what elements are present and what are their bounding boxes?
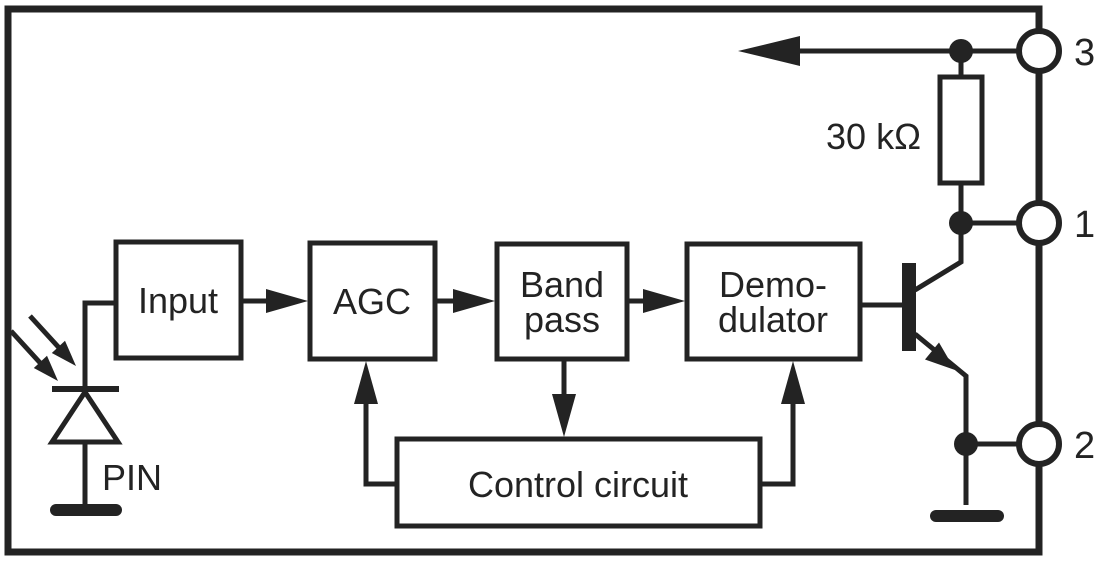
light-ray-arrowhead-icon [33, 355, 58, 381]
pin-2-label: 2 [1074, 425, 1095, 467]
output-stage: 30 kΩ 3 1 2 [738, 28, 1095, 522]
resistor-body [937, 74, 985, 186]
emitter-arrowhead-icon [925, 342, 955, 370]
pin-1-terminal [1016, 200, 1062, 246]
pin-3-terminal [1016, 28, 1062, 74]
agc-block-label: AGC [333, 281, 411, 322]
arrowhead-icon [266, 289, 308, 313]
demodulator-block [684, 241, 863, 362]
pin-2-terminal [1016, 421, 1062, 467]
arrowhead-icon [643, 289, 685, 313]
agc-block [307, 240, 438, 362]
bandpass-label-line1: Band [520, 264, 604, 305]
photodiode-to-input-wire [82, 300, 116, 391]
arrowhead-icon [354, 361, 378, 404]
arrow-input-to-agc [241, 289, 308, 313]
light-ray-arrow-1 [28, 314, 76, 366]
control-section: Control circuit [354, 359, 805, 529]
junction-dot-middle [949, 211, 973, 235]
resistor-label: 30 kΩ [826, 116, 921, 157]
light-ray-arrowhead-icon [51, 340, 76, 366]
photodiode-section: PIN [9, 300, 162, 516]
junction-dot-bottom [954, 432, 978, 456]
transistor-emitter-wire [913, 332, 969, 505]
transistor-base-bar [902, 263, 916, 351]
arrowhead-icon [781, 361, 805, 404]
arrowhead-icon [552, 394, 576, 437]
output-arrow [738, 36, 961, 66]
pin-3-label: 3 [1074, 32, 1095, 74]
bandpass-block [494, 241, 630, 362]
bandpass-label-line2: pass [524, 299, 600, 340]
arrowhead-icon [453, 289, 495, 313]
demodulator-label-line1: Demo- [719, 264, 827, 305]
pin-1-label: 1 [1074, 204, 1095, 246]
input-block-label: Input [138, 280, 218, 321]
control-block-label: Control circuit [468, 464, 688, 505]
arrow-bandpass-to-demodulator [627, 289, 685, 313]
demodulator-label-line2: dulator [718, 299, 828, 340]
junction-dot-top [949, 39, 973, 63]
input-block [113, 239, 244, 361]
device-outline [4, 5, 1043, 556]
transistor-collector-wire [913, 223, 964, 293]
output-arrowhead-icon [738, 36, 800, 66]
arrow-agc-to-bandpass [435, 289, 495, 313]
photodiode-label: PIN [102, 457, 162, 498]
photodiode-triangle [47, 387, 123, 445]
arrow-bandpass-to-control [552, 359, 576, 437]
arrow-control-to-demodulator [758, 361, 805, 487]
light-ray-arrow-2 [9, 329, 58, 381]
arrow-control-to-agc [354, 361, 399, 487]
transistor [859, 223, 969, 505]
signal-chain: Input AGC Band pass Demo- dulator [113, 239, 863, 362]
